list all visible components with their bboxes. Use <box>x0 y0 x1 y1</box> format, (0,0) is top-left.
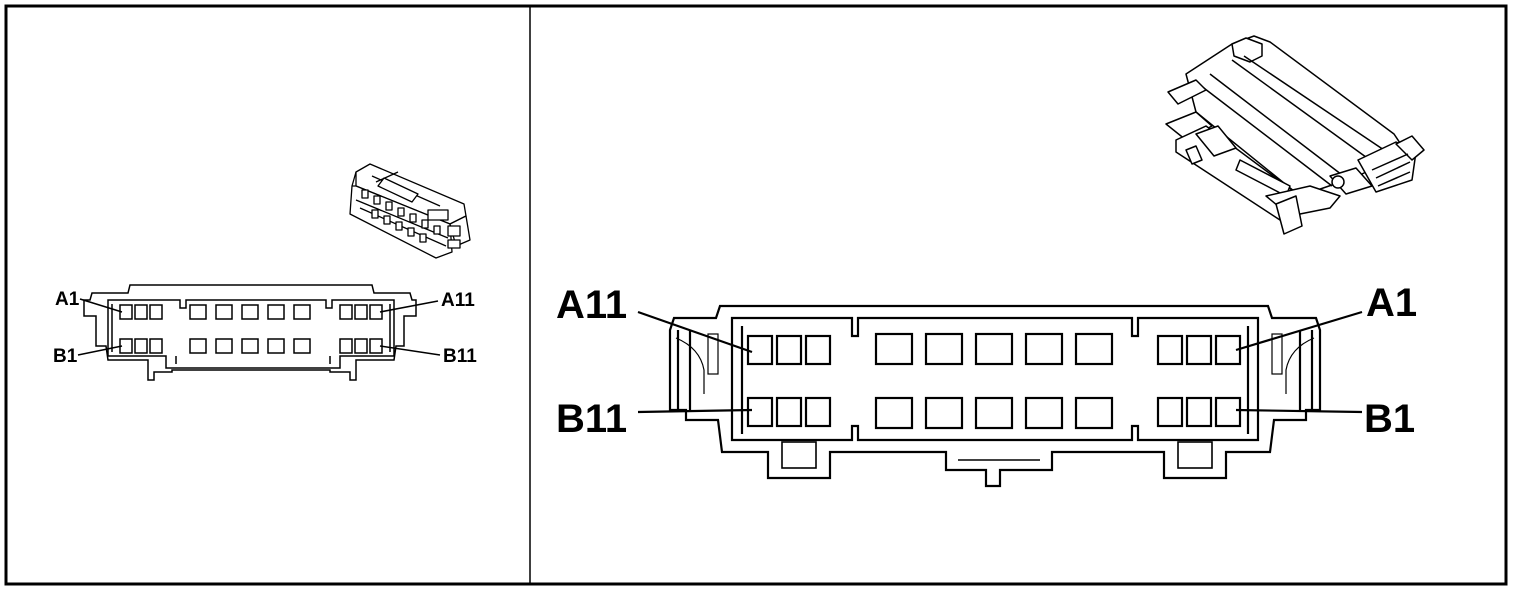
right-panel: A11 B11 A1 B1 <box>556 35 1425 488</box>
leader-lines-large <box>637 310 1363 414</box>
housing-outer <box>668 304 1322 488</box>
outer-border <box>4 4 1508 586</box>
pin-label-b1: B1 <box>53 346 78 367</box>
connector-face-large <box>668 304 1322 488</box>
connector-3d-small <box>349 163 471 259</box>
housing-inner <box>107 299 395 369</box>
leader-lines-small <box>77 298 441 356</box>
pin-label-a11: A11 <box>556 283 627 327</box>
connector-face-small <box>83 284 417 381</box>
pin-label-b11: B11 <box>443 346 477 367</box>
left-panel: A1 B1 A11 B11 <box>53 163 477 381</box>
pin-label-b11: B11 <box>556 397 627 441</box>
housing-inner <box>730 316 1260 442</box>
pin-label-a1: A1 <box>55 289 80 310</box>
pin-label-b1: B1 <box>1364 397 1415 441</box>
connector-3d-large <box>1165 35 1425 235</box>
pin-label-a11: A11 <box>441 290 475 311</box>
pin-label-a1: A1 <box>1366 281 1417 325</box>
